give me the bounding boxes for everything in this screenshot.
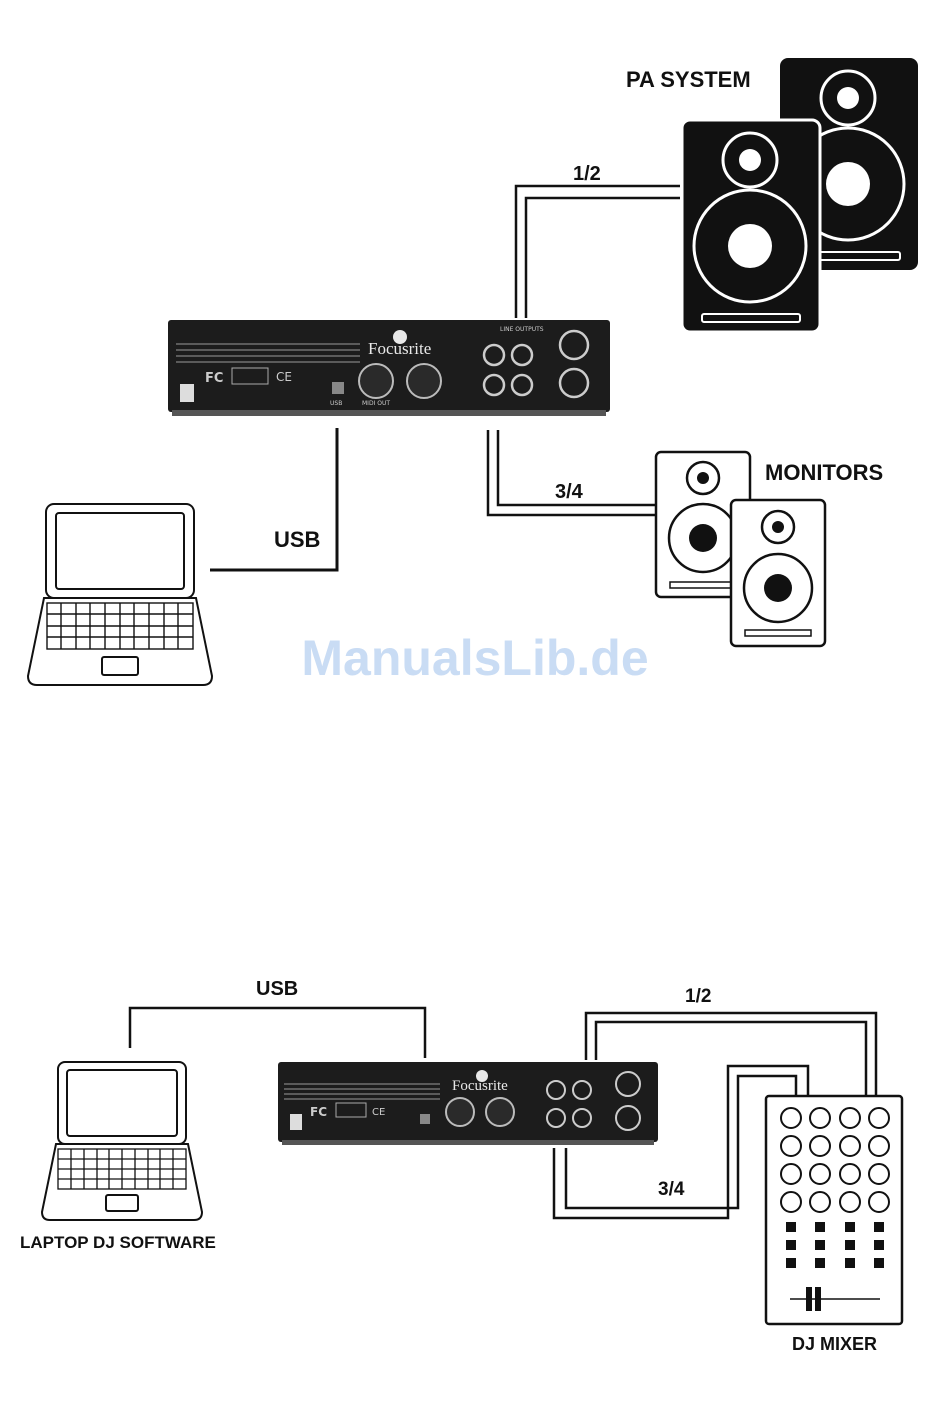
output-jack-1-icon-bottom: [547, 1081, 565, 1099]
headphone-jack-1-icon: [560, 331, 588, 359]
audio-interface-bottom: FC CE Focusrite: [278, 1062, 658, 1145]
audio-interface-top: FC CE USB MIDI OUT Focusrite LINE OUTPUT…: [168, 320, 610, 416]
out-34-bottom-label: 3/4: [658, 1179, 685, 1200]
cable-out-12-top: [516, 186, 680, 318]
output-jack-4-icon-bottom: [573, 1109, 591, 1127]
laptop-bottom: [42, 1062, 202, 1220]
output-jack-2-icon-bottom: [573, 1081, 591, 1099]
monitor-speaker-front: [731, 500, 825, 646]
headphone-jack-2-icon-bottom: [616, 1106, 640, 1130]
crossfader-knob-right: [815, 1287, 821, 1311]
usb-bottom-label: USB: [256, 978, 298, 1000]
midi-out-port-icon-bottom: [446, 1098, 474, 1126]
monitors-label: MONITORS: [765, 460, 883, 485]
watermark-text: ManualsLib.de: [301, 630, 648, 686]
out-34-top-label: 3/4: [555, 481, 584, 503]
fc-mark-bottom: FC: [310, 1105, 327, 1119]
cable-usb-bottom: [130, 1008, 425, 1058]
pa-system-label: PA SYSTEM: [626, 67, 751, 92]
laptop-dj-software-label: LAPTOP DJ SOFTWARE: [20, 1233, 216, 1252]
laptop-top: [28, 504, 212, 685]
midi-out-port-icon: [359, 364, 393, 398]
out-12-top-label: 1/2: [573, 163, 601, 185]
output-jack-3-icon: [484, 375, 504, 395]
dj-mixer: [766, 1096, 902, 1324]
lock-icon-bottom: [290, 1114, 302, 1130]
output-jack-3-icon-bottom: [547, 1109, 565, 1127]
headphone-jack-2-icon: [560, 369, 588, 397]
ce-mark-bottom: CE: [372, 1107, 385, 1118]
laptop-top-keyboard: [47, 603, 193, 649]
outputs-label: LINE OUTPUTS: [500, 326, 544, 333]
midi-label: MIDI OUT: [362, 400, 390, 407]
midi-in-port-icon-bottom: [486, 1098, 514, 1126]
ce-mark: CE: [276, 370, 292, 384]
midi-in-port-icon: [407, 364, 441, 398]
lock-icon: [180, 384, 194, 402]
out-12-bottom-label: 1/2: [685, 986, 711, 1007]
crossfader-knob-left: [806, 1287, 812, 1311]
fc-mark: FC: [205, 371, 223, 386]
output-jack-1-icon: [484, 345, 504, 365]
output-jack-4-icon: [512, 375, 532, 395]
output-jack-2-icon: [512, 345, 532, 365]
usb-port-icon: [332, 382, 344, 394]
usb-top-label: USB: [274, 527, 320, 552]
dj-mixer-label: DJ MIXER: [792, 1334, 877, 1354]
usb-port-label: USB: [330, 400, 342, 407]
usb-port-icon-bottom: [420, 1114, 430, 1124]
pa-speaker-front: [682, 120, 820, 332]
laptop-bottom-keyboard: [58, 1149, 186, 1189]
headphone-jack-1-icon-bottom: [616, 1072, 640, 1096]
